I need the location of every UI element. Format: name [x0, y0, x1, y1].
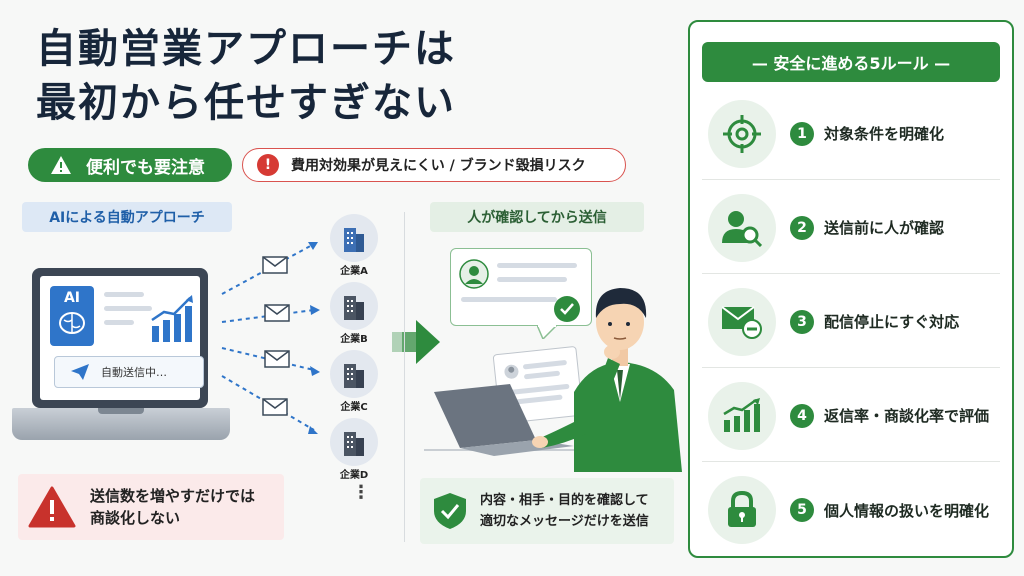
- rule-text: 返信率・商談化率で評価: [824, 407, 990, 425]
- person-search-icon: [708, 193, 776, 262]
- title-line-1: 自動営業アプローチは: [36, 26, 456, 72]
- sending-text: 自動送信中…: [101, 366, 167, 379]
- rule-text: 対象条件を明確化: [824, 125, 945, 143]
- envelope-icon: [264, 304, 290, 322]
- target-icon: [708, 99, 776, 168]
- rules-heading: — 安全に進める5ルール —: [702, 42, 1000, 82]
- ai-approach-label: AIによる自動アプローチ: [22, 202, 232, 232]
- ai-badge-text: AI: [63, 290, 81, 306]
- company-item: 企業D: [330, 418, 382, 481]
- rule-item-2: 2 送信前に人が確認: [702, 182, 1000, 274]
- growth-chart-icon: [151, 295, 193, 342]
- warning-text: 送信数を増やすだけでは 商談化しない: [90, 485, 255, 529]
- company-item: 企業A: [330, 214, 382, 277]
- paper-plane-icon: [71, 364, 89, 380]
- company-label: 企業C: [340, 402, 368, 413]
- lock-icon: [708, 476, 776, 544]
- rule-number: 5: [790, 498, 814, 522]
- warning-line-2: 商談化しない: [90, 509, 181, 527]
- company-label: 企業A: [340, 266, 368, 277]
- laptop-illustration: AI 自動送信中…: [32, 268, 208, 408]
- auto-sending-status: 自動送信中…: [54, 356, 204, 388]
- company-label: 企業B: [340, 334, 368, 345]
- document-card: [492, 345, 584, 425]
- message-bubble: [450, 248, 592, 339]
- more-companies-ellipsis: ⋮: [352, 482, 370, 503]
- rule-item-1: 1 対象条件を明確化: [702, 88, 1000, 180]
- mail-minus-icon: [708, 287, 776, 356]
- rule-text: 配信停止にすぐ対応: [824, 313, 960, 331]
- flow-arrow-icon: [392, 320, 440, 364]
- caution-pill: 便利でも要注意: [28, 148, 232, 182]
- rule-number: 3: [790, 309, 814, 334]
- reviewer-person-illustration: [424, 288, 682, 472]
- company-item: 企業B: [330, 282, 382, 345]
- rule-text: 個人情報の扱いを明確化: [824, 501, 990, 520]
- building-icon: [330, 214, 378, 262]
- building-icon: [330, 350, 378, 398]
- ai-brain-icon: AI: [50, 286, 94, 346]
- company-label: 企業D: [339, 470, 369, 481]
- check-circle-icon: [554, 296, 580, 322]
- risk-pill: ! 費用対効果が見えにくい / ブランド毀損リスク: [242, 148, 626, 182]
- rule-item-3: 3 配信停止にすぐ対応: [702, 276, 1000, 368]
- laptop-base: [12, 408, 230, 440]
- caution-text: 便利でも要注意: [86, 157, 205, 178]
- envelope-icon: [262, 256, 288, 274]
- building-icon: [330, 282, 378, 330]
- send-arrows: [221, 242, 320, 434]
- title-line-2: 最初から任せすぎない: [36, 80, 456, 126]
- rule-text: 送信前に人が確認: [824, 219, 945, 237]
- envelope-icon: [264, 350, 290, 368]
- risk-text: 費用対効果が見えにくい / ブランド毀損リスク: [291, 158, 586, 174]
- page-title: 自動営業アプローチは 最初から任せすぎない: [36, 22, 456, 130]
- rule-number: 4: [790, 403, 814, 428]
- warning-box: 送信数を増やすだけでは 商談化しない: [18, 474, 284, 540]
- rule-number: 1: [790, 121, 814, 146]
- rule-item-4: 4 返信率・商談化率で評価: [702, 370, 1000, 462]
- company-item: 企業C: [330, 350, 382, 413]
- confirm-box: 内容・相手・目的を確認して 適切なメッセージだけを送信: [420, 478, 674, 544]
- alert-triangle-icon: [28, 486, 76, 528]
- user-avatar-icon: [459, 259, 489, 289]
- human-review-label: 人が確認してから送信: [430, 202, 644, 232]
- envelope-icon: [262, 398, 288, 416]
- building-icon: [330, 418, 378, 466]
- exclamation-icon: !: [257, 154, 279, 176]
- shield-check-icon: [434, 493, 466, 529]
- confirm-line-2: 適切なメッセージだけを送信: [480, 514, 649, 529]
- section-divider: [404, 212, 405, 542]
- confirm-text: 内容・相手・目的を確認して 適切なメッセージだけを送信: [480, 490, 649, 532]
- bar-chart-icon: [708, 381, 776, 450]
- warning-icon: [51, 156, 71, 174]
- rule-number: 2: [790, 215, 814, 240]
- rule-item-5: 5 個人情報の扱いを明確化: [702, 464, 1000, 556]
- confirm-line-1: 内容・相手・目的を確認して: [480, 493, 649, 508]
- warning-line-1: 送信数を増やすだけでは: [90, 487, 256, 505]
